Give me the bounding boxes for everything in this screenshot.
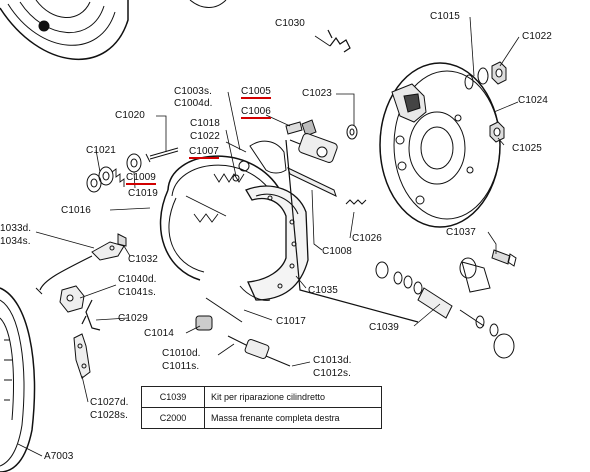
label-c1019: C1019 [128,188,158,199]
label-c1004d: C1004d. [174,98,213,109]
spring-c1026 [345,199,367,205]
label-c1041s: C1041s. [118,287,156,298]
label-c1017: C1017 [276,316,306,327]
backing-plate [379,62,501,228]
brake-shoe-lining [239,140,309,301]
label-c1032: C1032 [128,254,158,265]
label-c1022-mid: C1022 [190,131,220,142]
clip-c1029 [81,299,101,331]
label-c1030: C1030 [275,18,305,29]
label-c1008: C1008 [322,246,352,257]
lever-plate [59,285,85,313]
drum-bottom-fragment [0,287,36,472]
label-c1013d: C1013d. [313,355,352,366]
legend-code: C2000 [141,407,205,429]
cylinder-kit [375,257,515,359]
table-row: C2000 Massa frenante completa destra [141,407,382,429]
bracket-c1027 [73,333,91,379]
label-c1005: C1005 [241,86,271,99]
nut-c1025 [489,121,505,143]
legend-description: Kit per riparazione cilindretto [204,386,382,408]
label-c1039: C1039 [369,322,399,333]
legend-table: C1039 Kit per riparazione cilindretto C2… [141,386,382,429]
label-a7003: A7003 [44,451,74,462]
label-c1014: C1014 [144,328,174,339]
bolts-c1005-c1006 [285,119,358,140]
label-c1040d: C1040d. [118,274,157,285]
label-c1009: C1009 [126,172,156,185]
clip-c1030 [327,29,351,53]
wheel-cylinder [289,133,338,163]
legend-description: Massa frenante completa destra [204,407,382,429]
hold-down-pin [145,147,179,163]
label-c1003s: C1003s. [174,86,212,97]
label-c1007: C1007 [189,146,219,159]
parking-lever [35,233,127,295]
label-c1016: C1016 [61,205,91,216]
label-c1015: C1015 [430,11,460,22]
label-c1010d: C1010d. [162,348,201,359]
label-c1023: C1023 [302,88,332,99]
leader-lines [17,16,520,457]
nuts-c1015-c1022 [464,61,507,90]
label-c1021: C1021 [86,145,116,156]
label-c1029: C1029 [118,313,148,324]
label-c1018: C1018 [190,118,220,129]
bleed-screw [491,249,517,267]
label-c1011s: C1011s. [162,361,200,372]
label-c1037: C1037 [446,227,476,238]
label-c1028s: C1028s. [90,410,128,421]
label-1033d: 1033d. [0,223,32,234]
legend-code: C1039 [141,386,205,408]
label-c1025: C1025 [512,143,542,154]
label-c1006: C1006 [241,106,271,119]
label-c1012s: C1012s. [313,368,351,379]
label-c1026: C1026 [352,233,382,244]
hold-down-cups [86,153,142,193]
label-c1035: C1035 [308,285,338,296]
label-1034s: 1034s. [0,236,31,247]
label-c1024: C1024 [518,95,548,106]
adjuster-parts [195,297,291,367]
label-c1027d: C1027d. [90,397,129,408]
label-c1020: C1020 [115,110,145,121]
drum-top-fragment [0,0,227,61]
table-row: C1039 Kit per riparazione cilindretto [141,386,382,408]
label-c1022-top: C1022 [522,31,552,42]
inner-shoe-assembly [159,155,281,281]
